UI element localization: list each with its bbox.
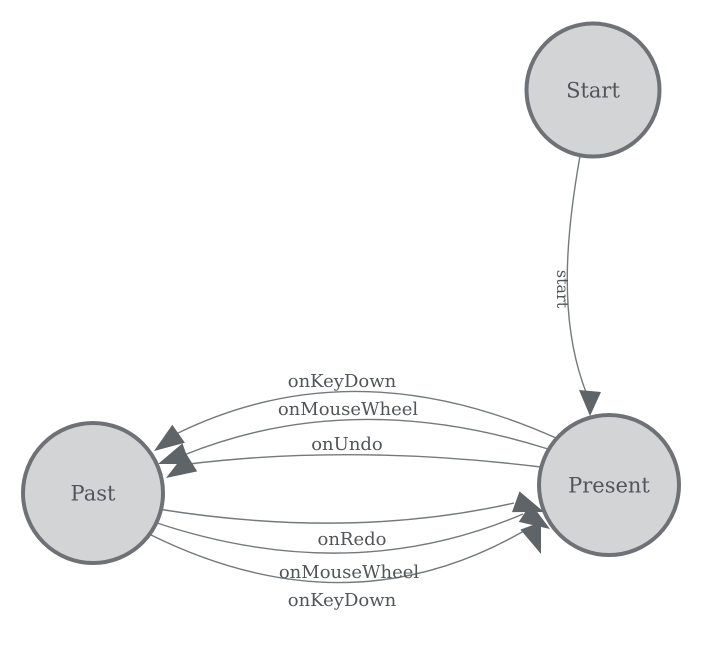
edge-present-to-past-onkeydown xyxy=(175,390,557,439)
node-label-past: Past xyxy=(71,481,116,505)
edge-past-to-present-onredo xyxy=(157,502,515,524)
edge-present-to-past-onundo xyxy=(188,454,542,468)
edge-label-start: start xyxy=(553,270,572,309)
edge-start-to-present xyxy=(566,155,587,393)
edge-label-onkeydown-bottom: onKeyDown xyxy=(288,590,397,611)
arrowhead-icon xyxy=(518,503,550,529)
state-node-start[interactable] xyxy=(524,21,662,159)
arrowhead-icon xyxy=(166,452,198,478)
state-node-present[interactable] xyxy=(537,413,681,557)
arrowhead-icon xyxy=(512,491,544,513)
edge-label-onmousewheel-top: onMouseWheel xyxy=(278,399,419,420)
edge-past-to-present-onmousewheel xyxy=(153,513,524,554)
edge-label-onmousewheel-bottom: onMouseWheel xyxy=(279,562,420,583)
state-node-past[interactable] xyxy=(21,421,165,565)
node-label-present: Present xyxy=(568,473,650,497)
edge-label-onkeydown-top: onKeyDown xyxy=(288,371,397,392)
edge-label-onredo: onRedo xyxy=(318,529,387,550)
edge-present-to-past-onmousewheel xyxy=(183,418,549,456)
node-label-start: Start xyxy=(566,78,620,102)
arrowhead-icon xyxy=(154,424,185,451)
arrowhead-icon xyxy=(579,390,601,416)
edge-label-onundo: onUndo xyxy=(311,434,383,455)
arrowhead-icon xyxy=(520,522,541,554)
edge-past-to-present-onkeydown xyxy=(148,527,530,584)
